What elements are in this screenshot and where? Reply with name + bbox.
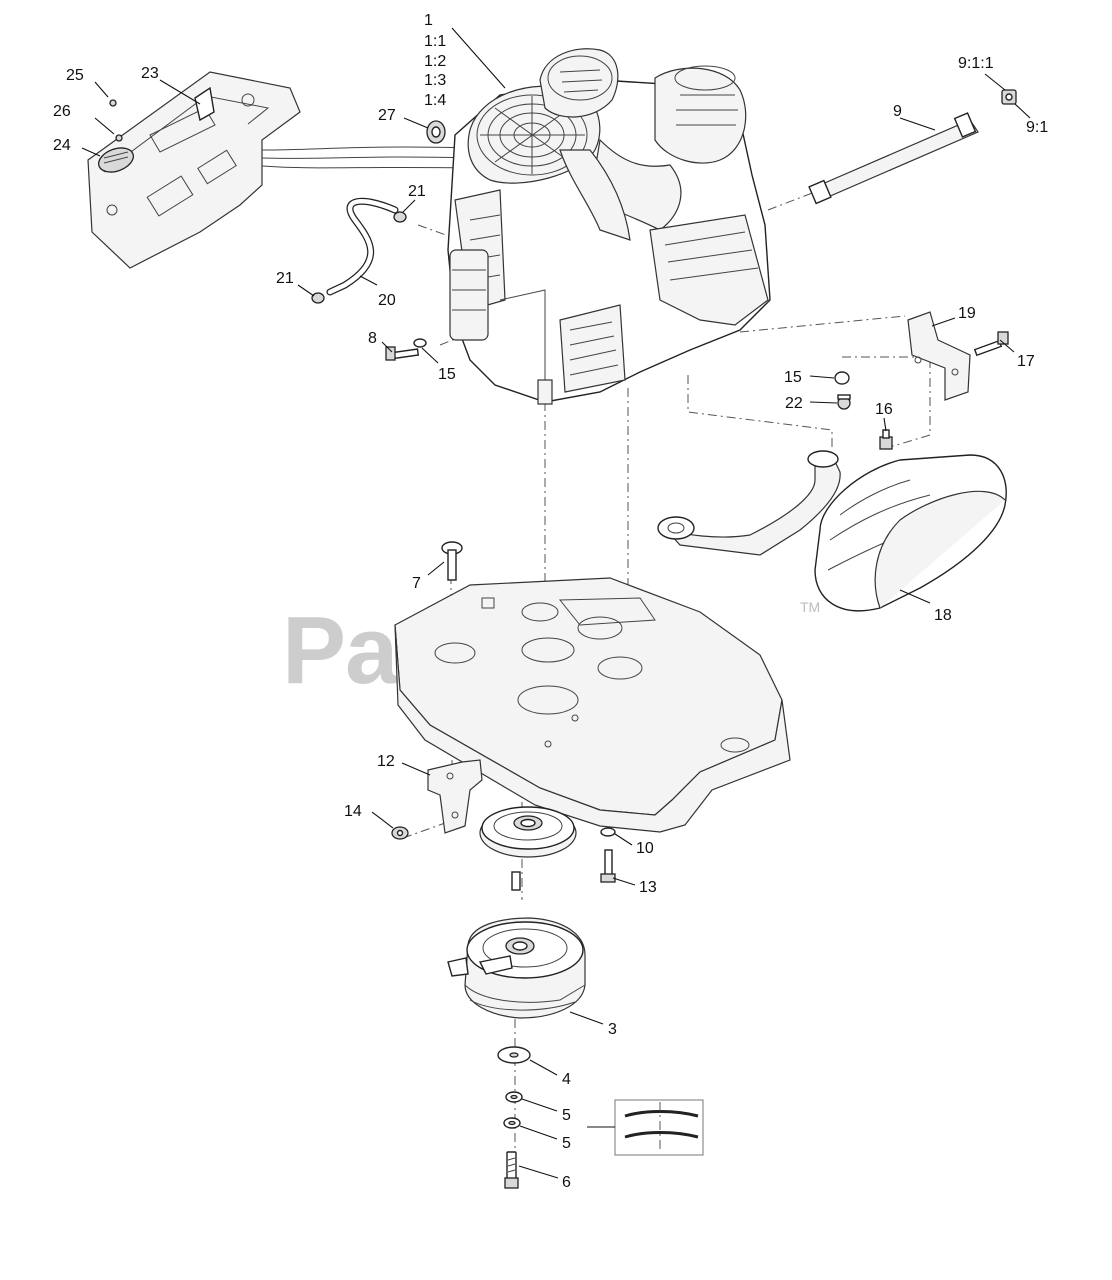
callout-9-1: 9:1 — [1026, 119, 1048, 136]
throttle-cables — [261, 146, 471, 169]
hose-clamp-21-upper — [393, 211, 407, 223]
bolt-8 — [385, 346, 420, 361]
callout-1: 1 — [424, 12, 433, 29]
callout-21-lower: 21 — [276, 270, 294, 287]
crankshaft — [537, 379, 553, 405]
callout-24: 24 — [53, 137, 71, 154]
callout-21-upper: 21 — [408, 183, 426, 200]
nut-26 — [115, 134, 123, 142]
callout-16: 16 — [875, 401, 893, 418]
callout-20: 20 — [378, 292, 396, 309]
oil-filter-housing — [559, 304, 626, 393]
callout-14: 14 — [344, 803, 362, 820]
flywheel-screen — [476, 94, 588, 176]
callout-12: 12 — [377, 753, 395, 770]
dipstick-cap-27 — [426, 120, 446, 144]
callout-19: 19 — [958, 305, 976, 322]
air-cleaner-canister — [654, 65, 747, 164]
callout-3: 3 — [608, 1021, 617, 1038]
starter-motor — [449, 249, 489, 341]
bolt-17 — [973, 331, 1009, 357]
callout-27: 27 — [378, 107, 396, 124]
pto-clutch-3 — [447, 917, 586, 1019]
hose-clamp-21-lower — [311, 292, 325, 304]
callout-22: 22 — [785, 395, 803, 412]
nut-22 — [837, 394, 851, 410]
callout-labels: 1 1:1 1:2 1:3 1:4 27 23 25 26 24 21 21 2… — [53, 12, 1048, 1191]
callout-4: 4 — [562, 1071, 571, 1088]
callout-1-4: 1:4 — [424, 92, 446, 109]
spring-washer-5-lower — [503, 1117, 521, 1129]
callout-6: 6 — [562, 1174, 571, 1191]
callout-5-lower: 5 — [562, 1135, 571, 1152]
callout-13: 13 — [639, 879, 657, 896]
callout-8: 8 — [368, 330, 377, 347]
bracket-12 — [427, 759, 483, 834]
callout-9: 9 — [893, 103, 902, 120]
muffler-bracket-19 — [907, 311, 971, 401]
callout-18: 18 — [934, 607, 952, 624]
muffler-18 — [657, 450, 1007, 612]
callout-23: 23 — [141, 65, 159, 82]
nut-16 — [879, 429, 893, 450]
engine-pulley — [479, 806, 577, 891]
air-cleaner-cover — [539, 48, 619, 118]
fuel-hose-20 — [326, 197, 399, 296]
washer-15-right — [834, 371, 850, 385]
washer-10 — [600, 827, 616, 837]
spring-washer-5-upper — [505, 1091, 523, 1103]
screw-25 — [109, 99, 117, 107]
callout-15-right: 15 — [784, 369, 802, 386]
callout-17: 17 — [1017, 353, 1035, 370]
flange-nut-14 — [391, 826, 409, 840]
callout-1-3: 1:3 — [424, 72, 446, 89]
bolt-13 — [600, 849, 616, 883]
washer-4 — [497, 1046, 531, 1064]
callout-leaders — [81, 27, 1031, 1179]
bolt-6 — [504, 1151, 519, 1189]
callout-25: 25 — [66, 67, 84, 84]
callout-1-2: 1:2 — [424, 53, 446, 70]
pulley-key — [511, 871, 521, 891]
callout-10: 10 — [636, 840, 654, 857]
oil-drain-hose-9 — [808, 112, 979, 205]
callout-1-1: 1:1 — [424, 33, 446, 50]
engine-deck-plate — [394, 577, 791, 833]
carriage-bolt-7 — [441, 541, 463, 581]
callout-15-left: 15 — [438, 366, 456, 383]
washer-15-left — [413, 338, 427, 348]
callout-7: 7 — [412, 575, 421, 592]
intake-tube — [559, 149, 631, 241]
callout-9-1-1: 9:1:1 — [958, 55, 994, 72]
washer-orientation-detail — [587, 1099, 704, 1156]
control-panel-plate — [87, 71, 301, 269]
svg-text:TM: TM — [800, 599, 820, 615]
hose-fitting-9-1 — [1001, 89, 1017, 105]
engine-assembly — [426, 48, 771, 405]
throttle-knob-24 — [98, 147, 134, 173]
callout-26: 26 — [53, 103, 71, 120]
callout-5-upper: 5 — [562, 1107, 571, 1124]
